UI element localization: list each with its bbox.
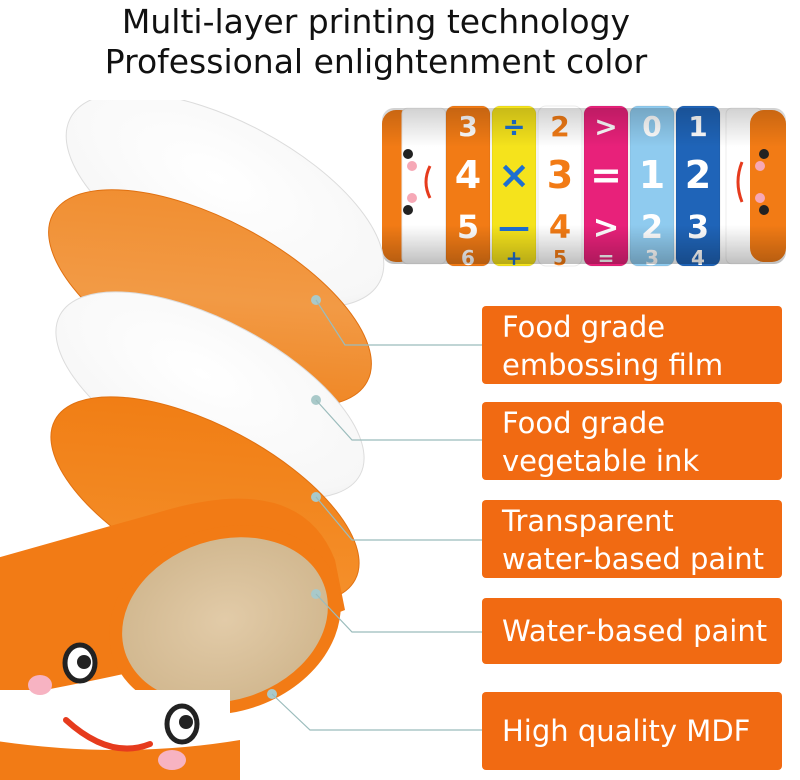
- label-water-based-paint: Water-based paint: [482, 598, 782, 664]
- number-ring[interactable]: ÷ × —+: [491, 105, 537, 270]
- ring-symbol: —: [498, 208, 530, 246]
- ring-symbol: 4: [455, 153, 481, 197]
- ring-symbol: 0: [642, 110, 661, 143]
- leader-dot: [267, 689, 277, 699]
- ring-symbol: 5: [553, 246, 567, 270]
- ring-symbol: 5: [457, 208, 479, 246]
- number-ring[interactable]: 2 3 45: [537, 105, 583, 270]
- ring-symbol: ÷: [502, 110, 525, 143]
- ring-symbol: 1: [688, 110, 707, 143]
- ring-symbol: 2: [685, 153, 711, 197]
- ring-symbol: >: [594, 110, 617, 143]
- ring-symbol: 3: [687, 208, 709, 246]
- ring-symbol: 4: [691, 246, 705, 270]
- mdf-wood-face: [122, 537, 328, 703]
- ring-symbol: 3: [547, 153, 573, 197]
- label-line: Transparent: [502, 504, 674, 538]
- ring-symbol: 1: [639, 153, 665, 197]
- label-line: water-based paint: [502, 542, 764, 576]
- ring-symbol: 3: [645, 246, 659, 270]
- label-line: Food grade: [502, 406, 666, 440]
- label-vegetable-ink: Food grade vegetable ink: [482, 402, 782, 480]
- ring-symbol: ×: [498, 153, 530, 197]
- label-line: Water-based paint: [502, 614, 768, 648]
- label-transparent-paint: Transparent water-based paint: [482, 500, 782, 578]
- number-ring[interactable]: 0 1 23: [629, 105, 675, 270]
- leader-dot: [311, 395, 321, 405]
- number-ring[interactable]: >=>=: [583, 105, 629, 270]
- label-line: embossing film: [502, 348, 724, 382]
- leader-dot: [311, 295, 321, 305]
- label-line: Food grade: [502, 310, 666, 344]
- number-ring[interactable]: 3 4 56: [445, 105, 491, 270]
- mdf-cylinder: [0, 498, 360, 780]
- label-embossing-film: Food grade embossing film: [482, 306, 782, 384]
- right-end-cap: [725, 107, 786, 265]
- cylinder-face: [28, 642, 200, 770]
- ring-symbol: 2: [641, 208, 663, 246]
- label-mdf: High quality MDF: [482, 692, 782, 770]
- headline-line-1: Multi-layer printing technology: [121, 2, 631, 41]
- ring-symbol: 3: [458, 110, 477, 143]
- label-line: vegetable ink: [502, 444, 700, 478]
- ring-symbol: +: [506, 246, 523, 270]
- ring-symbol: 2: [550, 110, 569, 143]
- layers-illustration: [0, 100, 385, 780]
- number-ring[interactable]: 1 2 34: [675, 105, 721, 270]
- ring-symbol: >: [593, 208, 620, 246]
- headline-line-2: Professional enlightenment color: [104, 42, 648, 81]
- ring-symbol: 4: [549, 208, 571, 246]
- ring-symbol: =: [598, 246, 615, 270]
- label-line: High quality MDF: [502, 714, 751, 748]
- ring-symbol: 6: [461, 246, 475, 270]
- leader-dot: [311, 589, 321, 599]
- ring-symbol: =: [590, 153, 622, 197]
- leader-dot: [311, 492, 321, 502]
